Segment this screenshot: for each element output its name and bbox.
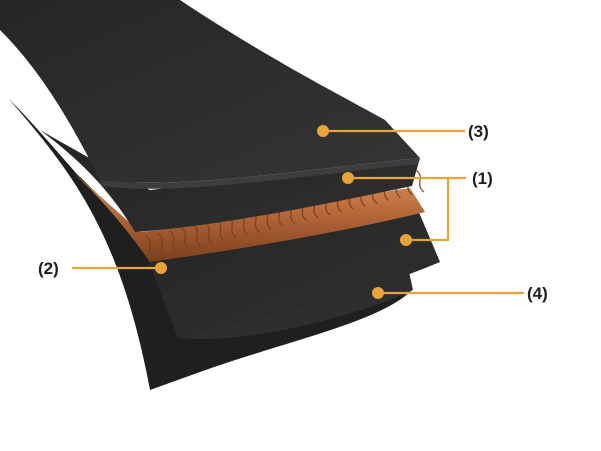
lower-bonding-layer	[70, 168, 440, 338]
dot-1b	[400, 234, 412, 246]
callout-label-1: (1)	[472, 169, 493, 188]
dot-2	[155, 262, 167, 274]
callout-label-2: (2)	[38, 259, 59, 278]
leader-1	[348, 176, 450, 242]
cord-strand	[192, 223, 202, 248]
top-cover-layer	[0, 0, 420, 183]
tension-cord-layer	[60, 162, 425, 262]
dot-3	[317, 125, 329, 137]
top-cover-edge	[100, 158, 420, 189]
dot-4	[372, 287, 384, 299]
cord-strand	[180, 226, 190, 250]
callout-label-4: (4)	[527, 284, 548, 303]
callout-leaders	[72, 129, 524, 295]
cord-strand	[169, 229, 178, 253]
callout-label-3: (3)	[468, 122, 489, 141]
cord-strand	[415, 169, 425, 193]
cord-strand	[145, 235, 155, 259]
cord-strand	[157, 232, 167, 256]
dot-1a	[342, 172, 354, 184]
